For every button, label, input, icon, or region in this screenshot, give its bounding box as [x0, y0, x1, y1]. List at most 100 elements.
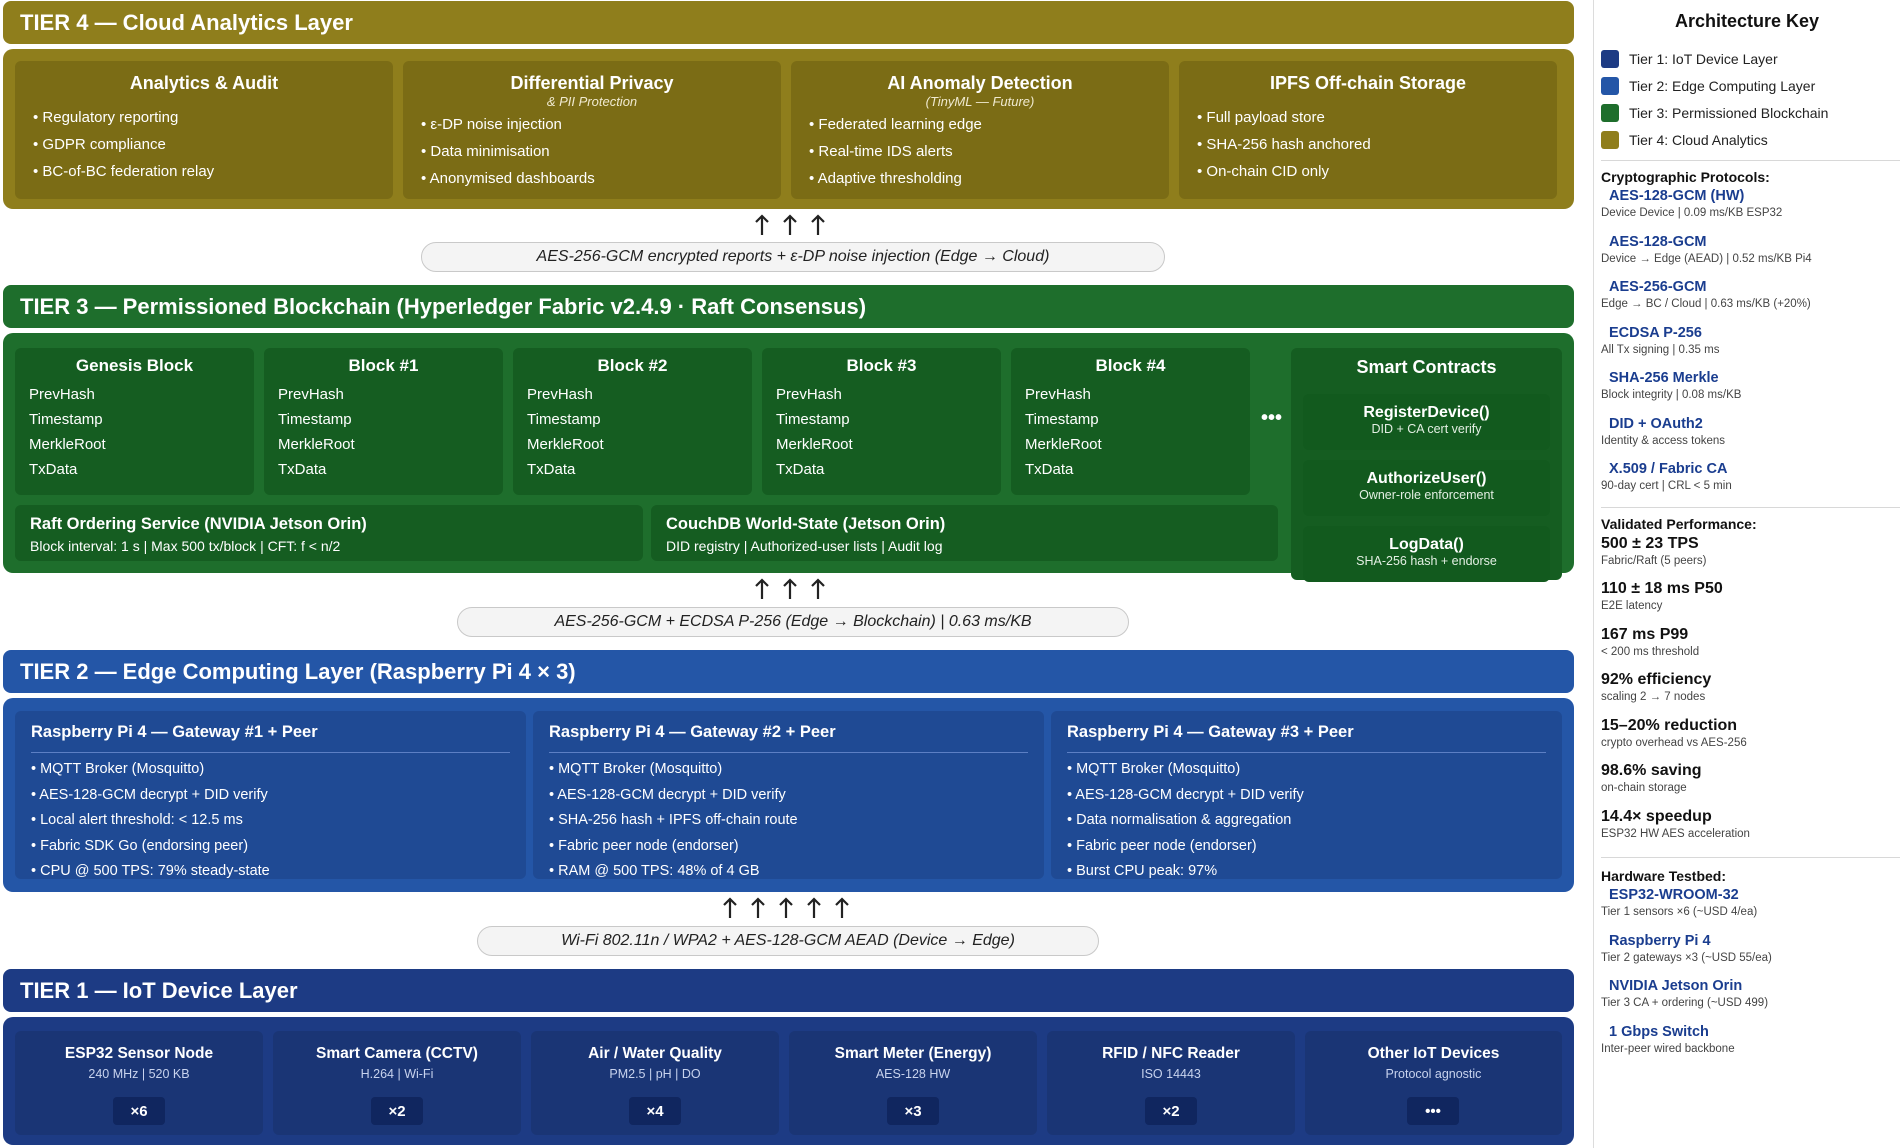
gateway-title: Raspberry Pi 4 — Gateway #2 + Peer [549, 723, 836, 741]
block-title: Block #4 [1095, 356, 1166, 375]
device-other: Other IoT Devices Protocol agnostic ••• [1305, 1031, 1562, 1135]
crypto-name: SHA-256 Merkle [1609, 370, 1719, 386]
perf-desc: E2E latency [1601, 600, 1663, 612]
tier3-title: TIER 3 — Permissioned Blockchain (Hyperl… [20, 293, 867, 319]
gateway-bullet: • AES-128-GCM decrypt + DID verify [1067, 786, 1304, 803]
perf-desc: < 200 ms threshold [1601, 645, 1700, 658]
gateway-title: Raspberry Pi 4 — Gateway #1 + Peer [31, 723, 318, 741]
gateway-1: Raspberry Pi 4 — Gateway #1 + Peer • MQT… [15, 711, 526, 879]
couchdb-detail: DID registry | Authorized-user lists | A… [666, 538, 943, 554]
divider [1601, 160, 1900, 161]
card-title: Analytics & Audit [129, 73, 279, 93]
legend-label: Tier 4: Cloud Analytics [1629, 131, 1768, 148]
perf-value: 110 ± 18 ms P50 [1601, 580, 1723, 597]
device-spec: H.264 | Wi-Fi [360, 1067, 434, 1081]
block-field: Timestamp [29, 411, 103, 428]
tier1-title: TIER 1 — IoT Device Layer [20, 977, 298, 1003]
block-field: PrevHash [278, 386, 344, 403]
up-arrows-23 [754, 578, 826, 600]
up-arrow-icon [783, 578, 797, 599]
hw-desc: Tier 2 gateways ×3 (~USD 55/ea) [1601, 951, 1772, 964]
up-arrow-icon [783, 214, 797, 235]
gateway-bullet: • Data normalisation & aggregation [1067, 812, 1292, 828]
tier4-panel: Analytics & Audit • Regulatory reporting… [3, 49, 1574, 209]
block-field: Timestamp [527, 411, 601, 428]
gateway-2: Raspberry Pi 4 — Gateway #2 + Peer • MQT… [533, 711, 1044, 879]
gateway-bullet: • Fabric SDK Go (endorsing peer) [31, 837, 249, 854]
gateway-bullet: • MQTT Broker (Mosquitto) [1067, 761, 1241, 777]
legend-item: Tier 2: Edge Computing Layer [1601, 72, 1900, 99]
gateway-bullet: • Fabric peer node (endorser) [1067, 837, 1257, 854]
block-field: TxData [527, 461, 576, 478]
device-count-badge: ×2 [371, 1097, 423, 1125]
device-title: Smart Meter (Energy) [834, 1045, 992, 1062]
block-1: Block #1 PrevHash Timestamp MerkleRoot T… [264, 348, 503, 495]
device-spec: Protocol agnostic [1385, 1067, 1482, 1081]
raft-detail: Block interval: 1 s | Max 500 tx/block |… [30, 538, 341, 554]
card-title: IPFS Off-chain Storage [1269, 73, 1467, 93]
crypto-desc: 90-day cert | CRL < 5 min [1601, 480, 1732, 492]
block-field: PrevHash [776, 386, 842, 403]
contract-log-data: LogData() SHA-256 hash + endorse [1303, 526, 1550, 582]
block-field: TxData [278, 461, 327, 478]
link-tier2-tier3: AES-256-GCM + ECDSA P-256 (Edge → Blockc… [457, 607, 1129, 637]
block-field: TxData [29, 461, 78, 478]
legend-label: Tier 2: Edge Computing Layer [1629, 77, 1816, 94]
perf-value: 15–20% reduction [1601, 716, 1738, 734]
tier4-card-privacy: Differential Privacy & PII Protection • … [403, 61, 781, 199]
crypto-name: ECDSA P-256 [1609, 324, 1702, 341]
up-arrow-icon [751, 897, 765, 918]
card-bullet: • Full payload store [1197, 109, 1325, 126]
card-bullet: • Federated learning edge [809, 116, 982, 133]
tier4-header: TIER 4 — Cloud Analytics Layer [3, 1, 1574, 44]
legend-swatch [1601, 130, 1619, 149]
gateway-title: Raspberry Pi 4 — Gateway #3 + Peer [1067, 723, 1354, 741]
card-bullet: • SHA-256 hash anchored [1197, 136, 1371, 153]
crypto-name: AES-128-GCM [1609, 233, 1707, 250]
tier4-card-ai: AI Anomaly Detection (TinyML — Future) •… [791, 61, 1169, 199]
up-arrow-icon [811, 578, 825, 599]
up-arrow-icon [723, 897, 737, 918]
legend: Tier 1: IoT Device Layer Tier 2: Edge Co… [1601, 45, 1900, 153]
block-field: TxData [776, 461, 825, 478]
up-arrow-icon [807, 897, 821, 918]
legend-label: Tier 1: IoT Device Layer [1629, 50, 1778, 67]
legend-label: Tier 3: Permissioned Blockchain [1629, 104, 1829, 121]
perf-desc: Fabric/Raft (5 peers) [1601, 554, 1707, 567]
legend-swatch [1601, 49, 1619, 68]
gateway-bullet: • Local alert threshold: < 12.5 ms [31, 812, 243, 828]
card-title: AI Anomaly Detection [887, 73, 1073, 93]
hw-desc: Tier 3 CA + ordering (~USD 499) [1601, 997, 1769, 1009]
hw-name: Raspberry Pi 4 [1609, 932, 1711, 949]
tier2-header: TIER 2 — Edge Computing Layer (Raspberry… [3, 650, 1574, 693]
up-arrows-12 [722, 897, 850, 919]
device-count-badge: ×2 [1145, 1097, 1197, 1125]
block-field: TxData [1025, 461, 1074, 478]
contract-desc: DID + CA cert verify [1371, 422, 1482, 436]
contract-authorize-user: AuthorizeUser() Owner-role enforcement [1303, 460, 1550, 516]
card-bullet: • Data minimisation [421, 143, 550, 160]
perf-desc: scaling 2 → 7 nodes [1601, 691, 1706, 703]
block-title: Block #2 [597, 356, 668, 375]
gateway-divider [1067, 752, 1546, 753]
architecture-key-panel: Architecture Key Tier 1: IoT Device Laye… [1593, 0, 1900, 1148]
block-4: Block #4 PrevHash Timestamp MerkleRoot T… [1011, 348, 1250, 495]
contract-desc: SHA-256 hash + endorse [1356, 554, 1497, 568]
hw-name: ESP32-WROOM-32 [1609, 887, 1739, 903]
device-title: RFID / NFC Reader [1102, 1045, 1240, 1062]
block-genesis: Genesis Block PrevHash Timestamp MerkleR… [15, 348, 254, 495]
contract-desc: Owner-role enforcement [1359, 488, 1494, 502]
crypto-desc: Device Device | 0.09 ms/KB ESP32 [1601, 207, 1783, 219]
up-arrows-34 [754, 214, 826, 236]
contract-fn: RegisterDevice() [1363, 404, 1490, 421]
couchdb-world-state: CouchDB World-State (Jetson Orin) DID re… [651, 505, 1278, 561]
couchdb-title: CouchDB World-State (Jetson Orin) [666, 515, 946, 533]
crypto-name: AES-256-GCM [1609, 279, 1707, 295]
block-2: Block #2 PrevHash Timestamp MerkleRoot T… [513, 348, 752, 495]
perf-desc: on-chain storage [1601, 782, 1687, 794]
